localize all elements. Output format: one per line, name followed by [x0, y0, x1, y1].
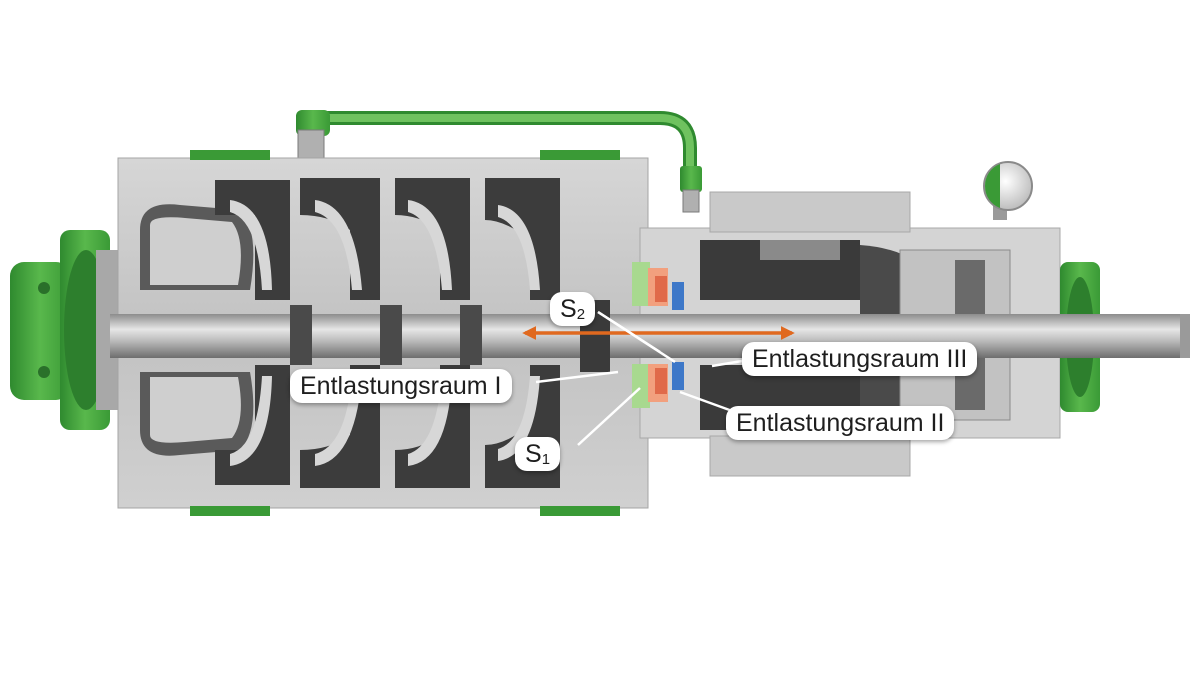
- label-s1-symbol: S: [525, 440, 542, 468]
- leader-lines: [535, 310, 749, 446]
- label-s1: S1: [515, 437, 561, 471]
- shaft-seal: [632, 262, 684, 408]
- label-s1-subscript: 1: [541, 451, 551, 468]
- label-s2-symbol: S: [560, 295, 577, 323]
- label-entlastungsraum-1: Entlastungsraum I: [290, 369, 512, 403]
- label-s2-subscript: 2: [576, 306, 586, 323]
- balance-pipe: [296, 110, 702, 213]
- label-entlastungsraum-3: Entlastungsraum III: [742, 342, 978, 376]
- pressure-gauge-icon: [983, 161, 1033, 220]
- label-s2: S2: [550, 292, 596, 326]
- label-entlastungsraum-2: Entlastungsraum II: [726, 406, 955, 440]
- pump-shaft: [110, 300, 1190, 372]
